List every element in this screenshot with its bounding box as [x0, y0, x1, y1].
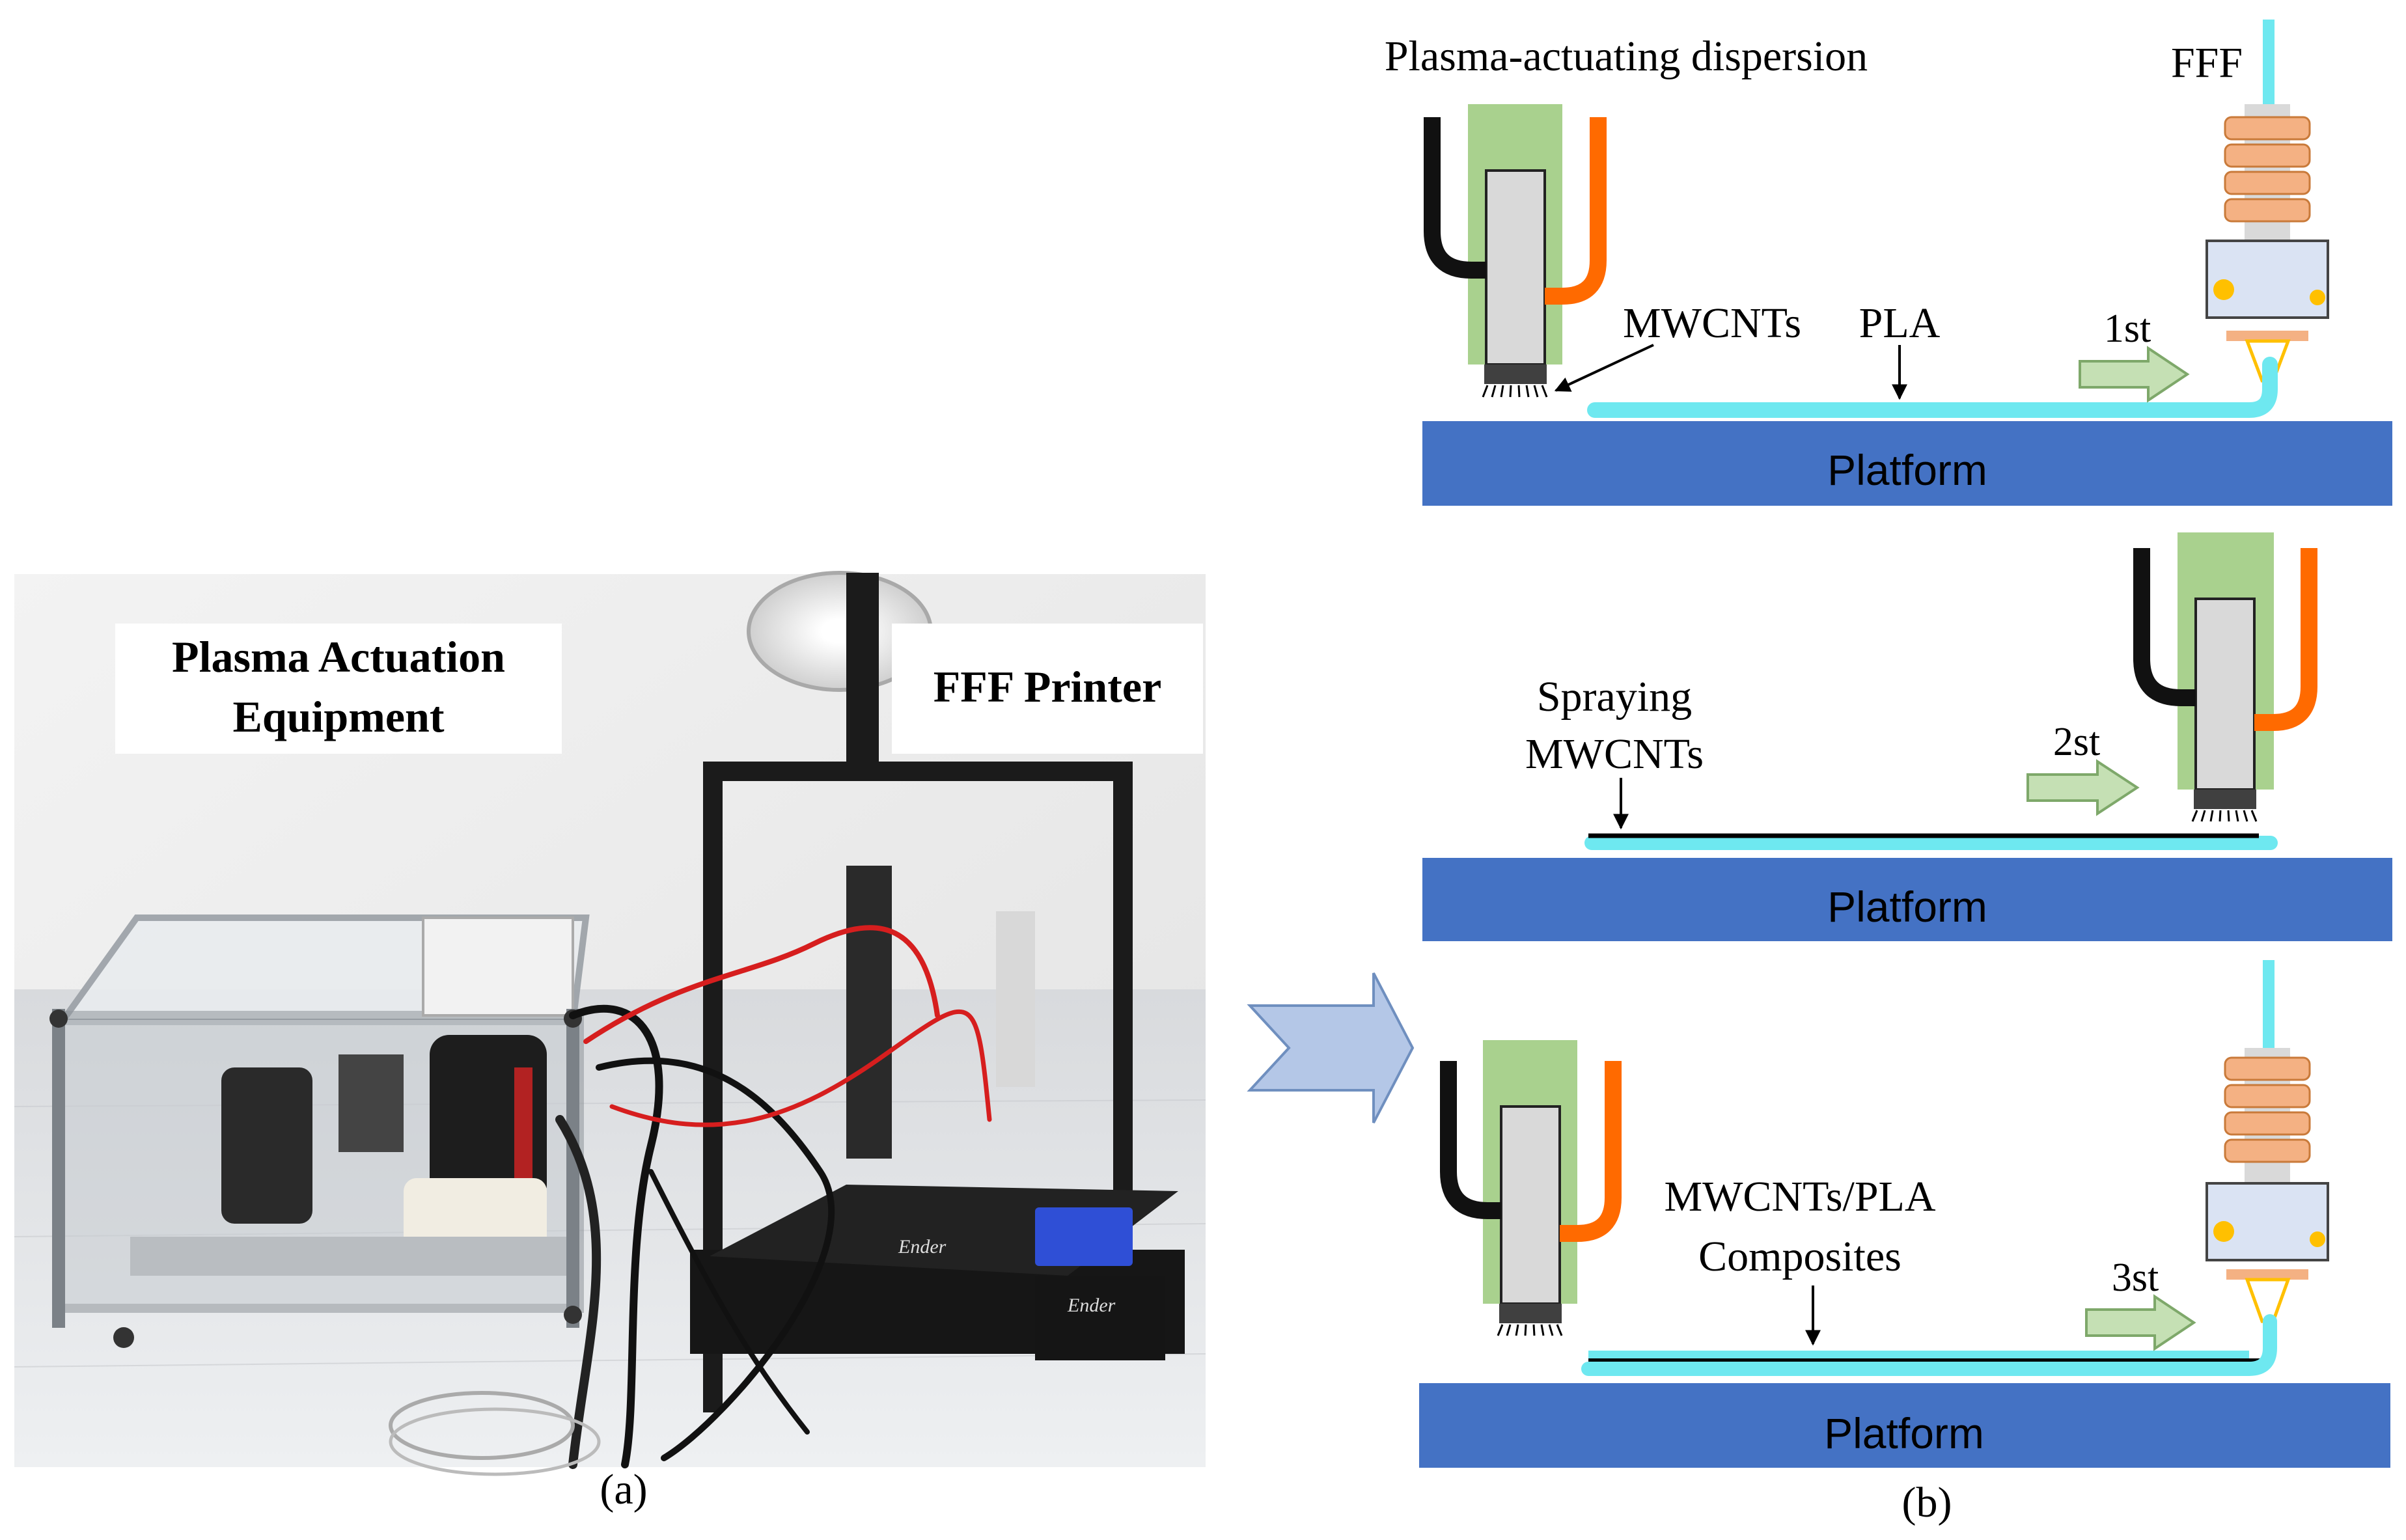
platform-2-label: Platform: [1827, 883, 1987, 931]
platform-1: [1422, 421, 2392, 506]
spraying-label-line2: MWCNTs: [1525, 730, 1704, 778]
process-flow-arrow: [1247, 972, 1415, 1123]
step-1-panel: Plasma-actuating dispersion FFF: [1385, 20, 2392, 506]
spraying-label-line1: Spraying: [1537, 673, 1692, 721]
fff-printer-body: Ender Ender: [690, 762, 1185, 1412]
equipment-photo: Ender Ender Plasma Actuation Equipment F…: [14, 571, 1206, 1476]
plasma-equipment-box: [49, 914, 590, 1348]
printer-brand-text: Ender: [1067, 1295, 1116, 1316]
fff-print-head: [2206, 20, 2329, 383]
dispersion-label: Plasma-actuating dispersion: [1385, 33, 1868, 80]
step-3-direction-arrow: [2085, 1294, 2196, 1351]
printer-label-box: [892, 624, 1203, 754]
fff-label: FFF: [2171, 39, 2243, 87]
step-2-order-label: 2st: [2053, 720, 2100, 764]
step-1-direction-arrow: [2079, 346, 2190, 403]
platform-3: [1419, 1383, 2390, 1468]
composite-label-line1: MWCNTs/PLA: [1664, 1173, 1935, 1220]
step-2-panel: Spraying MWCNTs 2st Platform: [1422, 532, 2392, 941]
composite-label-line2: Composites: [1698, 1233, 1901, 1280]
caption-a: (a): [600, 1466, 647, 1513]
step-3-order-label: 3st: [2112, 1256, 2159, 1300]
platform-2: [1422, 858, 2392, 941]
caption-b: (b): [1902, 1479, 1952, 1526]
plasma-dispenser: [2133, 532, 2317, 822]
pla-filament-line: [1587, 357, 2278, 418]
step-2-direction-arrow: [2026, 759, 2140, 816]
plasma-equipment-label-line1: Plasma Actuation: [172, 632, 505, 681]
mwcnts-label: MWCNTs: [1623, 299, 1801, 347]
mwcnts-pointer-arrow: [1554, 344, 1654, 392]
pla-layer-top: [1581, 1314, 2277, 1376]
pla-label: PLA: [1859, 299, 1941, 347]
printer-brand-text: Ender: [898, 1236, 947, 1258]
plasma-equipment-label-line2: Equipment: [233, 692, 445, 741]
plasma-dispenser: [1440, 1040, 1622, 1336]
step-3-panel: MWCNTs/PLA Composites 3st Platform: [1419, 960, 2390, 1468]
step-1-order-label: 1st: [2104, 307, 2151, 351]
cable-bundle: [389, 925, 992, 1476]
fff-printer-label: FFF Printer: [933, 662, 1162, 711]
platform-1-label: Platform: [1827, 446, 1987, 494]
fff-print-head: [2206, 960, 2329, 1323]
filament-spool: [747, 571, 933, 768]
plasma-label-box: [115, 624, 562, 754]
plasma-dispenser: [1424, 104, 1607, 398]
platform-3-label: Platform: [1824, 1409, 1984, 1457]
